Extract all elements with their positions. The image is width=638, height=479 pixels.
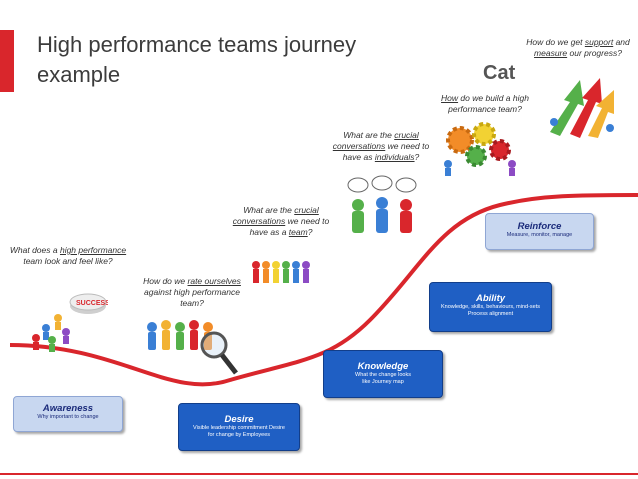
q4-link1[interactable]: crucial conversations xyxy=(332,130,419,151)
q2-post: against high performance team? xyxy=(144,287,240,308)
stage-title: Knowledge xyxy=(357,361,409,372)
q4-post: ? xyxy=(414,152,420,162)
q2-link[interactable]: rate ourselves xyxy=(187,276,241,286)
q4-mid: we need to have as xyxy=(342,141,430,162)
q6-mid: and xyxy=(613,37,630,47)
q6-post: our progress? xyxy=(567,48,622,58)
stage-desire[interactable]: Desire Visible leadership commitment Des… xyxy=(178,403,300,451)
q3-mid: we need to have as a xyxy=(249,216,330,237)
stage-desc: Why important to change xyxy=(37,414,99,420)
question-3: What are the crucial conversations we ne… xyxy=(226,205,336,238)
question-1: What does a high performance team look a… xyxy=(8,245,128,267)
stage-desc: Measure, monitor, manage xyxy=(506,232,573,238)
title-line-1: High performance teams journey xyxy=(37,32,357,57)
speech-bubbles-icon xyxy=(347,175,417,233)
question-6: How do we get support and measure our pr… xyxy=(526,37,630,59)
q4-pre: What are the xyxy=(343,130,395,140)
q6-link1[interactable]: support xyxy=(584,37,614,47)
q6-link2[interactable]: measure xyxy=(534,48,568,58)
magnifier-team-icon xyxy=(147,320,238,375)
stage-desc: Visible leadership commitment Desire for… xyxy=(193,425,285,438)
success-figures-icon: SUCCESS xyxy=(32,293,108,352)
stage-desc: Knowledge, skills, behaviours, mind-sets… xyxy=(440,304,541,317)
colored-people-icon xyxy=(252,261,310,283)
stage-desc: What the change looks like Journey map xyxy=(355,372,411,385)
svg-text:SUCCESS: SUCCESS xyxy=(76,300,108,307)
q6-pre: How do we get xyxy=(526,37,585,47)
q5-link[interactable]: How xyxy=(441,93,459,103)
q2-pre: How do we xyxy=(143,276,188,286)
stage-awareness[interactable]: Awareness Why important to change xyxy=(13,396,123,432)
question-5: How do we build a high performance team? xyxy=(432,93,538,115)
arrows-team-icon xyxy=(550,78,614,138)
stage-reinforce[interactable]: Reinforce Measure, monitor, manage xyxy=(485,213,594,250)
stage-ability[interactable]: Ability Knowledge, skills, behaviours, m… xyxy=(429,282,552,332)
gears-team-icon xyxy=(444,122,516,176)
stage-title: Ability xyxy=(475,293,506,304)
stage-title: Awareness xyxy=(42,403,94,414)
q5-post: do we build a high performance team? xyxy=(448,93,529,114)
slide-title: High performance teams journey example xyxy=(37,30,397,90)
title-line-2: example xyxy=(37,62,121,87)
q3-link2[interactable]: team xyxy=(288,227,308,237)
stage-knowledge[interactable]: Knowledge What the change looks like Jou… xyxy=(323,350,443,398)
q3-post: ? xyxy=(307,227,313,237)
partial-heading-text: Cat xyxy=(483,62,516,84)
stage-title: Desire xyxy=(224,414,254,425)
q4-link2[interactable]: individuals xyxy=(374,152,415,162)
q3-link1[interactable]: crucial conversations xyxy=(232,205,319,226)
question-4: What are the crucial conversations we ne… xyxy=(328,130,434,163)
stage-title: Reinforce xyxy=(517,221,562,232)
q1-pre: What does a xyxy=(9,245,60,255)
q3-pre: What are the xyxy=(243,205,295,215)
q1-post: team look and feel like? xyxy=(23,256,113,266)
bottom-rule xyxy=(0,473,638,475)
q1-link[interactable]: high performance xyxy=(59,245,127,255)
question-2: How do we rate ourselves against high pe… xyxy=(138,276,246,309)
title-accent-bar xyxy=(0,30,14,92)
